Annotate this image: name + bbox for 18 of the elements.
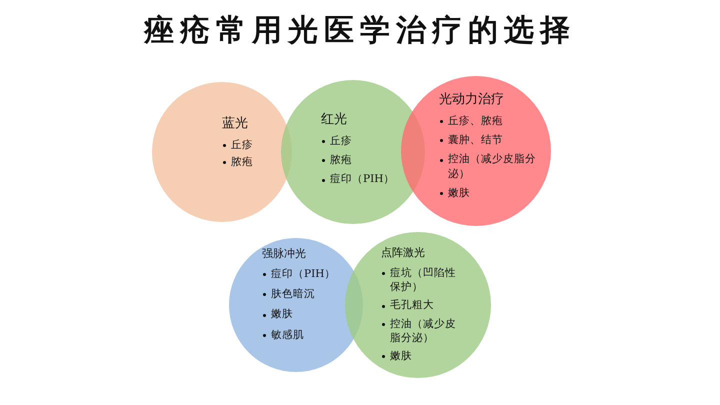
circle-heading: 蓝光 bbox=[222, 115, 249, 132]
circle-heading: 红光 bbox=[321, 111, 348, 128]
bullet-item: 控油（减少皮脂分泌） bbox=[439, 152, 544, 181]
circle-heading: 点阵激光 bbox=[381, 245, 426, 260]
title: 痤疮常用光医学治疗的选择 bbox=[142, 12, 577, 50]
bullet-item: 毛孔粗大 bbox=[381, 298, 466, 313]
bullet-item: 囊肿、结节 bbox=[439, 133, 544, 148]
circle-heading: 强脉冲光 bbox=[262, 246, 307, 261]
bullet-item: 痘坑（凹陷性保护） bbox=[381, 266, 466, 294]
bullet-item: 嫩肤 bbox=[439, 186, 544, 200]
bullet-item: 敏感肌 bbox=[262, 328, 351, 342]
bullet-item: 丘疹、脓疱 bbox=[439, 114, 544, 128]
bullet-item: 控油（减少皮脂分泌） bbox=[381, 316, 466, 345]
bullet-item: 痘印（PIH） bbox=[262, 267, 351, 282]
venn-circle bbox=[401, 76, 551, 226]
venn-circle bbox=[345, 232, 491, 378]
circle-heading: 光动力治疗 bbox=[439, 91, 505, 108]
bullet-item: 嫩肤 bbox=[381, 348, 466, 364]
